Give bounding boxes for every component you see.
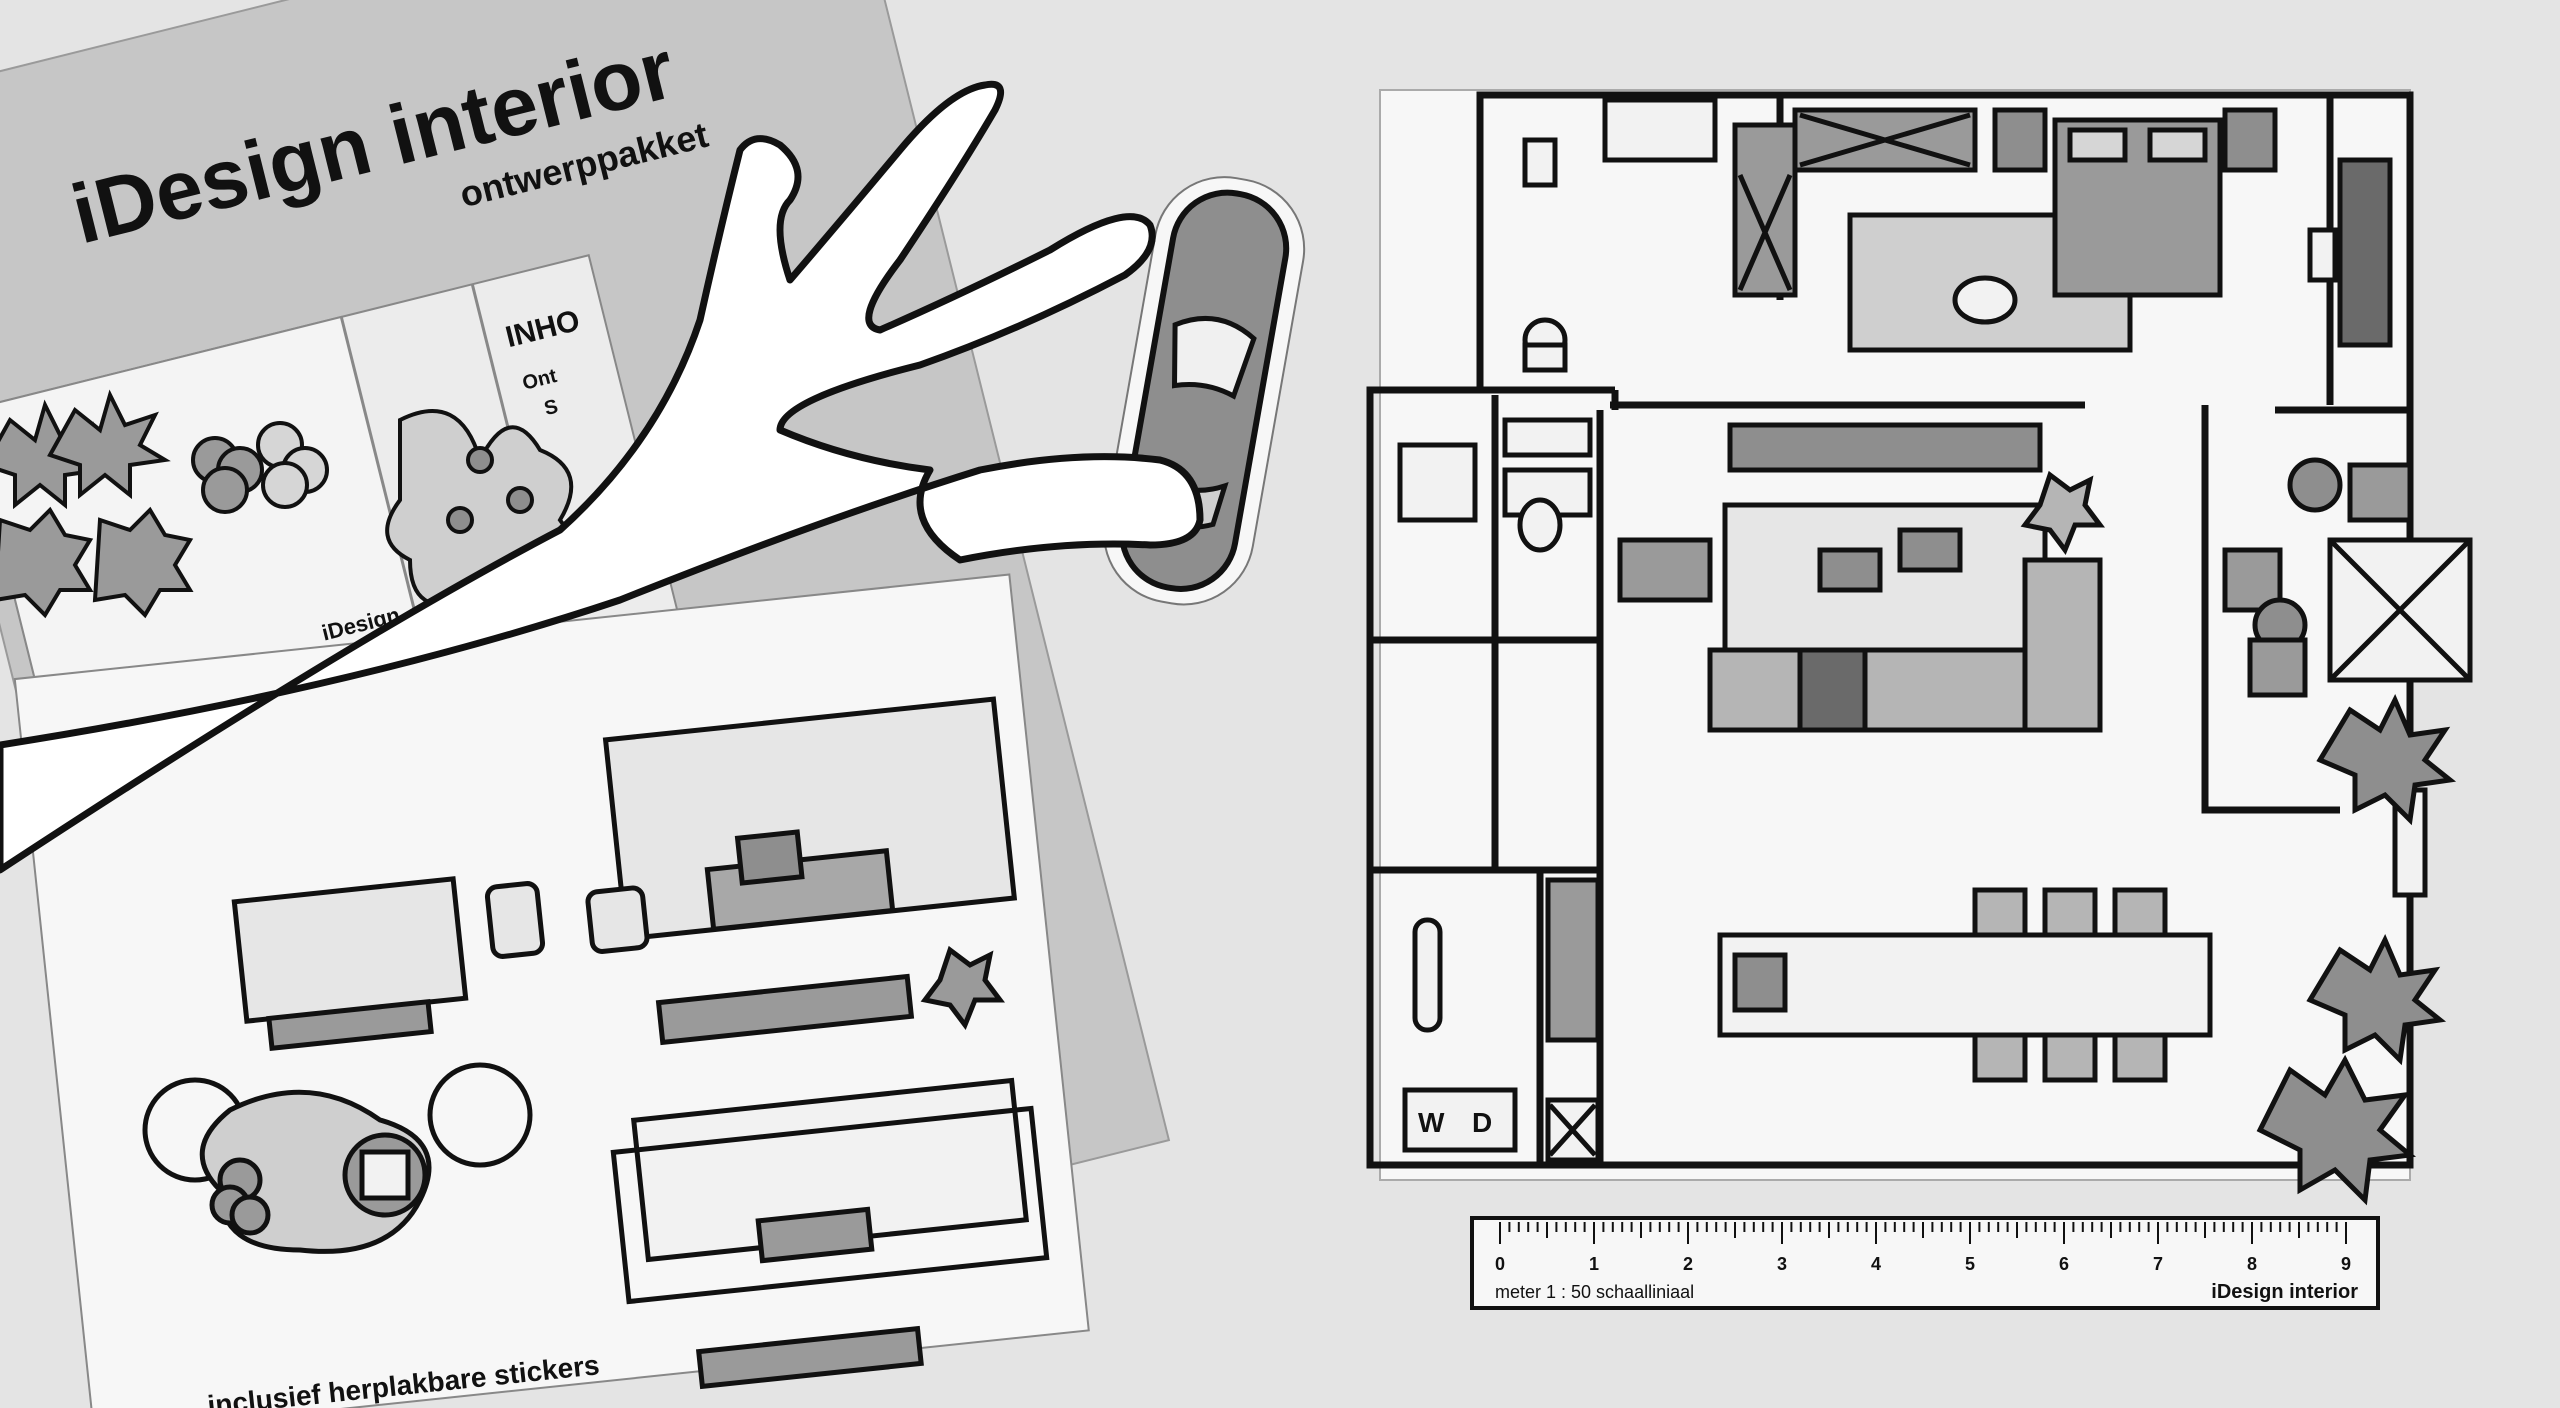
- hand-arm: [0, 80, 1204, 874]
- ruler-tick-1: 1: [1589, 1254, 1599, 1274]
- scale-ruler[interactable]: 0 1 2 3 4 5 6 7 8 9 meter 1 : 50 schaall…: [1470, 1216, 2380, 1310]
- ruler-tick-8: 8: [2247, 1254, 2257, 1274]
- ruler-scale-label: meter 1 : 50 schaalliniaal: [1495, 1282, 1694, 1302]
- plant-sticker-1[interactable]: [0, 389, 329, 619]
- sheet-furniture: [142, 696, 1050, 1390]
- design-package[interactable]: iDesign interior ontwerppakket iDesign g…: [0, 0, 1171, 1408]
- kitchen-top: [1602, 97, 2278, 298]
- bedroom: [1847, 117, 2393, 353]
- terrace: [2222, 457, 2473, 1206]
- ruler-tick-7: 7: [2153, 1254, 2163, 1274]
- dining: [1717, 887, 2213, 1083]
- floorplan[interactable]: W D: [1366, 89, 2473, 1206]
- ruler-brand: iDesign interior: [2211, 1281, 2358, 1303]
- ruler-numbers: 0 1 2 3 4 5 6 7 8 9: [1495, 1254, 2351, 1274]
- ruler-tick-3: 3: [1777, 1254, 1787, 1274]
- ruler-tick-2: 2: [1683, 1254, 1693, 1274]
- left-rooms: W D: [1397, 417, 1601, 1163]
- ruler-tick-5: 5: [1965, 1254, 1975, 1274]
- ruler-tick-9: 9: [2341, 1254, 2351, 1274]
- living-room: [1617, 422, 2105, 733]
- floorplan-sticker-sheet[interactable]: [13, 573, 1090, 1408]
- contents-item-2: S: [542, 396, 560, 421]
- bathroom-top: [1522, 137, 1568, 373]
- ruler-tick-6: 6: [2059, 1254, 2069, 1274]
- dryer-label: D: [1472, 1107, 1492, 1138]
- ruler-tick-4: 4: [1871, 1254, 1881, 1274]
- ruler-tick-0: 0: [1495, 1254, 1505, 1274]
- washer-label: W: [1418, 1107, 1445, 1138]
